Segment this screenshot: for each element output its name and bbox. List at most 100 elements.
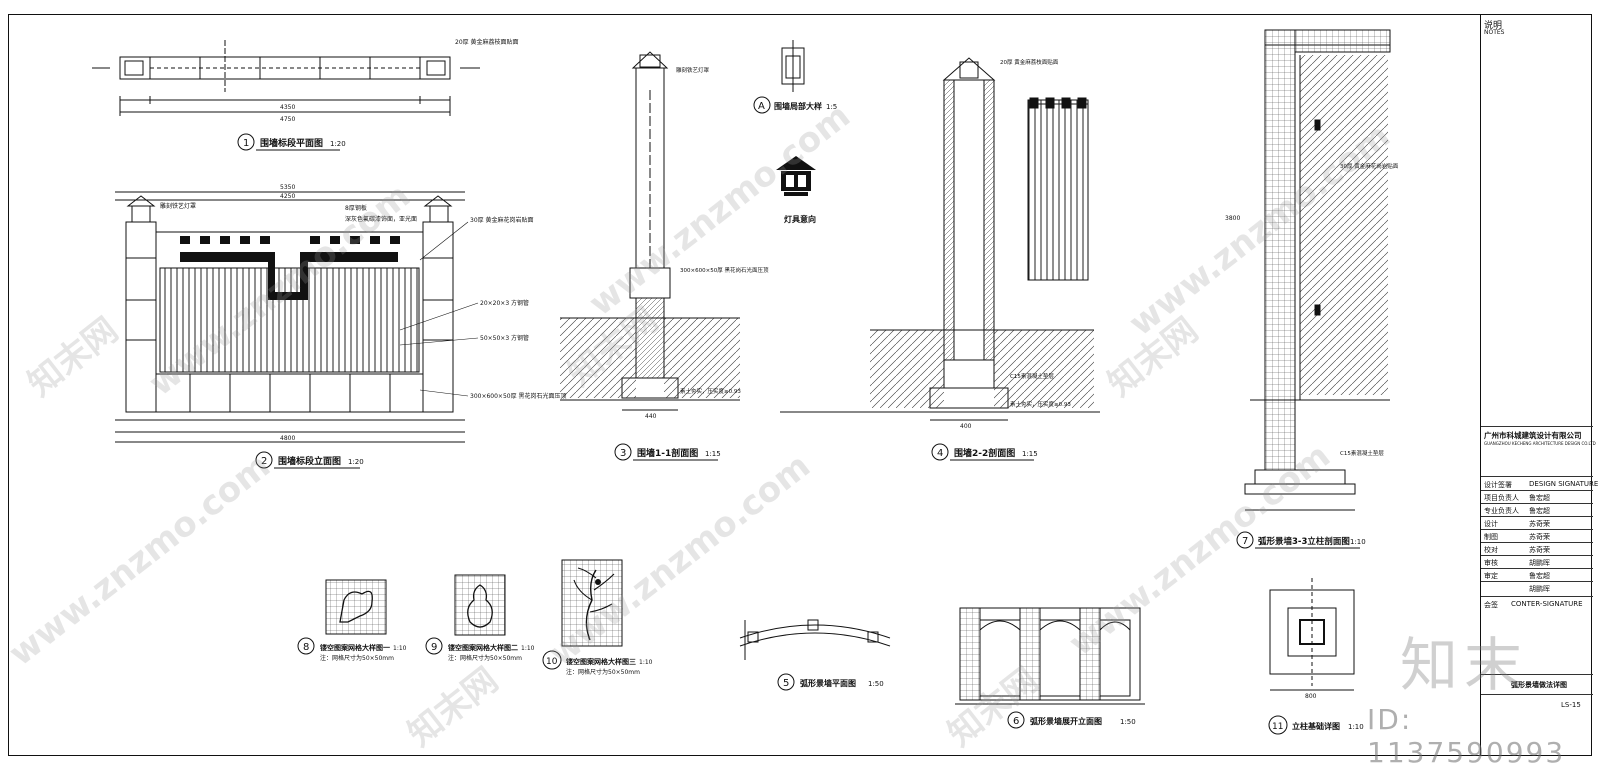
elev-note-tube20: 20×20×3 方钢管: [480, 299, 529, 307]
detail-A: [781, 40, 805, 92]
svg-text:镂空图案网格大样图一: 镂空图案网格大样图一: [319, 643, 390, 652]
svg-text:1:10: 1:10: [1348, 723, 1364, 731]
svg-text:1:10: 1:10: [393, 645, 407, 652]
sign-row: 审定 鲁宏超: [1481, 568, 1593, 581]
svg-text:8: 8: [303, 642, 309, 653]
sign-row: 专业负责人 鲁宏超: [1481, 503, 1593, 516]
svg-text:3: 3: [620, 448, 626, 459]
company-name-en: GUANGZHOU KECHENG ARCHITECTURE DESIGN CO…: [1484, 441, 1596, 446]
arc-wall-elev-6: [955, 607, 1145, 705]
company-row: 广州市科城建筑设计有限公司 GUANGZHOU KECHENG ARCHITEC…: [1481, 426, 1596, 460]
drawing-no-row: LS-15: [1481, 694, 1593, 752]
plan-note: 20厚 黄金麻荔枝面贴面: [455, 38, 519, 46]
elev-note-plate: 8厚钢板: [345, 204, 367, 212]
svg-text:围墙2-2剖面图: 围墙2-2剖面图: [954, 447, 1015, 459]
title-4: 4 围墙2-2剖面图 1:15: [931, 443, 1038, 461]
elev-note-lamp: 雕刻铁艺灯罩: [160, 202, 196, 210]
svg-text:1:15: 1:15: [705, 450, 721, 458]
title-1: 1 围墙标段平面图 1:20: [237, 133, 346, 151]
sign-row: 设计 苏奇荣: [1481, 516, 1593, 529]
svg-text:1:10: 1:10: [521, 645, 535, 652]
svg-text:5: 5: [783, 678, 789, 689]
sec4-note-cushion: C15素混凝土垫层: [1010, 372, 1054, 380]
svg-text:注：网格尺寸为50×50mm: 注：网格尺寸为50×50mm: [566, 668, 640, 676]
company-name: 广州市科城建筑设计有限公司: [1484, 431, 1582, 440]
svg-text:立柱基础详图: 立柱基础详图: [1292, 721, 1340, 731]
svg-text:1:10: 1:10: [1350, 538, 1366, 546]
elev-note-paint: 深灰色氟碳漆饰面，亚光面: [345, 215, 417, 223]
title-A: A 围墙局部大样 1:5: [753, 96, 837, 114]
elev-dim-4250: 4250: [280, 193, 295, 200]
svg-text:弧形景墙展开立面图: 弧形景墙展开立面图: [1030, 716, 1102, 726]
svg-text:1: 1: [243, 138, 249, 149]
sign-row: 审核 胡鹏晖: [1481, 555, 1593, 568]
title-7: 7 弧形景墙3-3立柱剖面图 1:10: [1236, 531, 1366, 549]
title-2: 2 围墙标段立面图 1:20: [255, 451, 364, 469]
sign-row: 制图 苏奇荣: [1481, 529, 1593, 542]
sec3-note-lamp: 雕刻铁艺灯罩: [676, 66, 710, 74]
sec11-dim: 800: [1305, 693, 1317, 700]
grid-10: [561, 559, 623, 647]
title-9: 9 镂空图案网格大样图二 1:10 注：网格尺寸为50×50mm: [425, 637, 535, 662]
lamp-caption: 灯具意向: [784, 214, 816, 224]
grid-9: [454, 574, 506, 636]
title-10: 10 镂空图案网格大样图三 1:10 注：网格尺寸为50×50mm: [542, 650, 653, 676]
svg-text:弧形景墙平面图: 弧形景墙平面图: [800, 678, 856, 688]
elev-note-coping: 300×600×50厚 黑花岗石光面压顶: [470, 392, 567, 400]
svg-text:围墙局部大样: 围墙局部大样: [774, 101, 822, 111]
section-view-7: [1244, 29, 1391, 511]
svg-text:注：网格尺寸为50×50mm: 注：网格尺寸为50×50mm: [320, 654, 394, 662]
svg-text:2: 2: [261, 456, 267, 467]
drawing-sheet: [8, 14, 1592, 756]
brand-logo: 知末: [1400, 631, 1529, 699]
sec7-note-cushion: C15素混凝土垫层: [1340, 449, 1384, 457]
plan-view-1: [92, 40, 480, 116]
sec3-note-coping: 300×600×50厚 黑花岗石光面压顶: [680, 266, 769, 274]
svg-text:1:50: 1:50: [868, 680, 884, 688]
elevation-lattice-band: [180, 236, 400, 300]
elev-leaders: [399, 221, 479, 397]
title-8: 8 镂空图案网格大样图一 1:10 注：网格尺寸为50×50mm: [297, 637, 407, 662]
sec4-note-soil: 素土夯实，压实度≥0.93: [1010, 400, 1071, 408]
countersign-header: 会签 CONTER-SIGNATURE: [1481, 596, 1593, 610]
svg-text:镂空图案网格大样图二: 镂空图案网格大样图二: [447, 643, 518, 652]
section-view-4: [780, 57, 1100, 421]
svg-text:7: 7: [1242, 536, 1248, 547]
elev-dim-5350: 5350: [280, 184, 295, 191]
svg-text:9: 9: [431, 642, 437, 653]
drawing-no: LS-15: [1561, 701, 1581, 709]
grid-8: [325, 579, 387, 635]
elev-dim-4800: 4800: [280, 435, 295, 442]
sec4-note-granite: 20厚 黄金麻荔枝面贴面: [1000, 58, 1059, 66]
svg-text:1:50: 1:50: [1120, 718, 1136, 726]
svg-text:A: A: [758, 101, 765, 112]
drawing-title-row: 弧形景墙做法详图: [1481, 674, 1593, 694]
elev-note-granite: 30厚 黄金麻花岗岩贴面: [470, 216, 534, 224]
sign-row: 校对 苏奇荣: [1481, 542, 1593, 555]
arc-wall-plan-5: [739, 619, 891, 660]
sec3-dim: 440: [645, 413, 657, 420]
sign-row: 胡鹏晖: [1481, 581, 1593, 594]
title-6: 6 弧形景墙展开立面图 1:50: [1007, 711, 1136, 729]
svg-text:1:15: 1:15: [1022, 450, 1038, 458]
svg-text:10: 10: [546, 657, 558, 667]
svg-text:6: 6: [1013, 716, 1019, 727]
design-signature-header: 设计签署 DESIGN SIGNATURE: [1481, 476, 1598, 490]
plan-dim-4750: 4750: [280, 116, 295, 123]
plan-dim-4350: 4350: [280, 104, 295, 111]
svg-text:弧形景墙3-3立柱剖面图: 弧形景墙3-3立柱剖面图: [1258, 536, 1350, 547]
svg-text:4: 4: [937, 448, 943, 459]
svg-text:镂空图案网格大样图三: 镂空图案网格大样图三: [565, 657, 636, 666]
sec3-note-soil: 素土夯实，压实度≥0.93: [680, 387, 741, 395]
title-3: 3 围墙1-1剖面图 1:15: [614, 443, 721, 461]
sec7-note-granite: 30厚 黄金麻花岗岩贴面: [1340, 162, 1399, 170]
section-view-3: [560, 51, 740, 411]
title-5: 5 弧形景墙平面图 1:50: [777, 673, 884, 691]
svg-text:1:10: 1:10: [639, 659, 653, 666]
svg-text:围墙1-1剖面图: 围墙1-1剖面图: [637, 447, 698, 459]
elevation-view-2: [115, 191, 465, 443]
sec7-dim: 3800: [1225, 215, 1240, 222]
svg-text:11: 11: [1272, 722, 1283, 732]
notes-subtitle: NOTES: [1484, 29, 1505, 36]
lamp-icon: [776, 156, 816, 196]
